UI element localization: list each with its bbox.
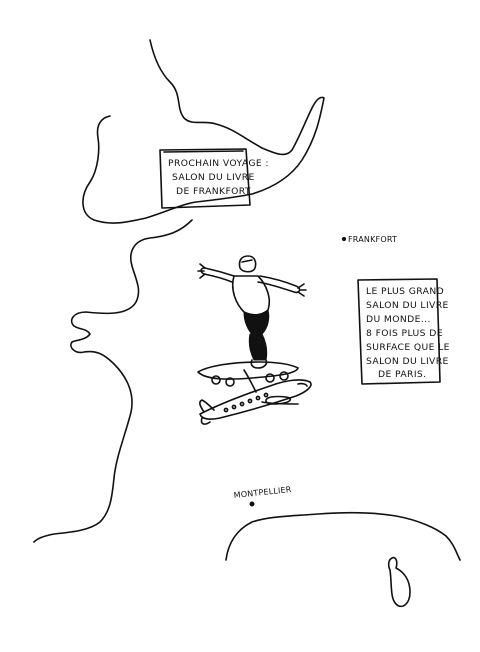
skateboard-wheel-1 [211, 375, 221, 385]
sign-info-line6: salon du livre [366, 356, 449, 367]
label-frankfort: Frankfort [348, 235, 397, 244]
airplane [199, 369, 312, 425]
airplane-windows [223, 392, 269, 413]
sign-prochain-voyage-line2: Salon du livre [172, 172, 255, 183]
skateboard-wheel-3 [265, 373, 275, 383]
airplane-wing-upper [243, 369, 257, 393]
frankfort-dot [341, 236, 347, 242]
airplane-engine [265, 395, 292, 405]
sign-info-line5: surface que le [366, 342, 450, 353]
airplane-tail [199, 399, 215, 413]
island [387, 556, 411, 608]
sign-info: Le plus grand salon du livre du monde...… [357, 278, 450, 385]
character-legs [248, 333, 268, 361]
sign-info-line7: de Paris. [378, 369, 426, 380]
label-montpellier: Montpellier [233, 485, 292, 500]
skateboard-wheel-4 [279, 371, 289, 381]
label-frankfort-group: Frankfort [341, 235, 397, 244]
sign-info-line4: 8 fois plus de [366, 328, 443, 339]
skateboard-wheel-2 [225, 377, 235, 387]
character-torso [231, 275, 271, 316]
skateboard [197, 361, 299, 387]
montpellier-dot [249, 501, 255, 507]
character-on-plane [197, 255, 307, 369]
airplane-fuselage [199, 379, 312, 420]
sign-prochain-voyage-line1: Prochain voyage : [168, 158, 269, 169]
character-head [238, 255, 257, 273]
sign-info-line2: salon du livre [366, 300, 449, 311]
coastline-south [225, 511, 461, 561]
character-left-arm [200, 267, 235, 283]
sign-info-line1: Le plus grand [366, 286, 444, 297]
label-montpellier-group: Montpellier [233, 485, 292, 507]
sign-info-line3: du monde... [366, 314, 431, 325]
coastline-west [33, 219, 193, 543]
sign-prochain-voyage: Prochain voyage : Salon du livre de Fran… [159, 148, 269, 209]
character-shorts [243, 309, 270, 335]
coastline-north [82, 39, 325, 224]
sign-prochain-voyage-line3: de Frankfort [176, 186, 251, 197]
